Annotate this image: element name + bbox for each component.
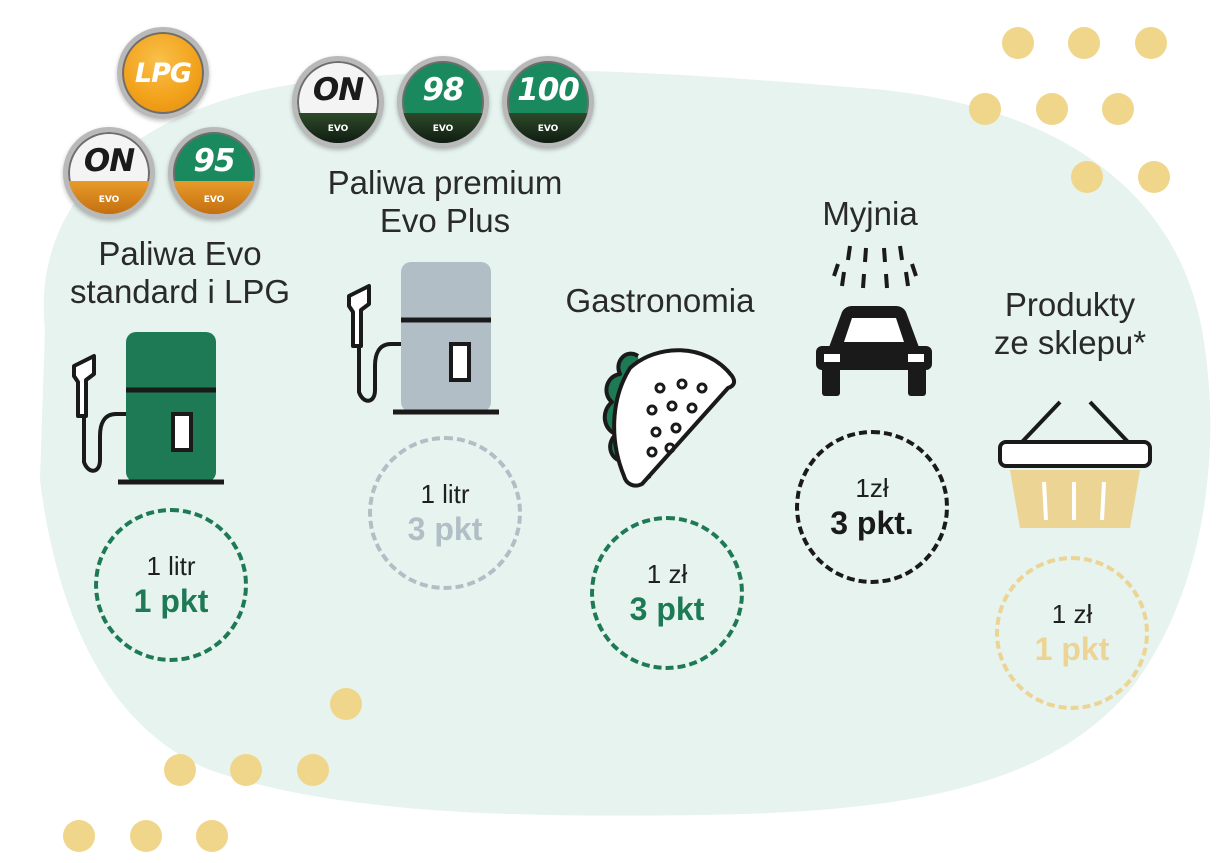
taco-icon: [602, 348, 737, 488]
points-amount: 1 zł: [646, 559, 688, 589]
evo-mini-text: EVO: [537, 124, 559, 134]
100-badge-text: 100: [517, 71, 580, 108]
on-standard-badge-icon: ON EVO: [63, 127, 155, 219]
evo-mini-text: EVO: [98, 195, 120, 205]
category-title-gastronomy: Gastronomia: [565, 282, 755, 319]
points-circle-carwash: 1zł 3 pkt.: [795, 430, 949, 584]
evo-mini-text: EVO: [203, 195, 225, 205]
decorative-dots-bottom-left: [63, 688, 362, 852]
points-value: 3 pkt.: [830, 505, 914, 541]
category-title-shop: Produkty ze sklepu*: [993, 286, 1147, 361]
on-standard-badge-text: ON: [83, 142, 135, 179]
points-value: 1 pkt: [1034, 631, 1110, 667]
points-value: 3 pkt: [629, 591, 705, 627]
95-badge-icon: 95 EVO: [168, 127, 260, 219]
category-title-standard: Paliwa Evo standard i LPG: [69, 235, 291, 310]
decorative-dots-top-right: [969, 27, 1170, 193]
points-amount: 1 zł: [1051, 599, 1093, 629]
points-amount: 1 litr: [420, 479, 470, 509]
category-title-premium: Paliwa premium Evo Plus: [327, 164, 563, 239]
on-premium-badge-icon: ON EVO: [292, 56, 384, 148]
points-value: 1 pkt: [133, 583, 209, 619]
points-value: 3 pkt: [407, 511, 483, 547]
98-badge-icon: 98 EVO: [397, 56, 489, 148]
95-badge-text: 95: [193, 142, 235, 179]
points-amount: 1 litr: [146, 551, 196, 581]
shopping-basket-icon: [998, 400, 1152, 528]
car-wash-icon: [816, 245, 932, 396]
lpg-badge-text: LPG: [134, 57, 192, 89]
category-title-carwash: Myjnia: [822, 195, 918, 232]
fuel-pump-grey-icon: [347, 262, 499, 415]
points-circle-shop: 1 zł 1 pkt: [995, 556, 1149, 710]
lpg-badge-icon: LPG: [117, 27, 209, 119]
evo-mini-text: EVO: [327, 124, 349, 134]
98-badge-text: 98: [422, 71, 464, 108]
points-circle-premium: 1 litr 3 pkt: [368, 436, 522, 590]
points-circle-standard: 1 litr 1 pkt: [94, 508, 248, 662]
points-amount: 1zł: [855, 473, 889, 503]
on-premium-badge-text: ON: [312, 71, 364, 108]
100-badge-icon: 100 EVO: [502, 56, 594, 148]
points-circle-gastronomy: 1 zł 3 pkt: [590, 516, 744, 670]
evo-mini-text: EVO: [432, 124, 454, 134]
fuel-pump-green-icon: [72, 332, 224, 485]
